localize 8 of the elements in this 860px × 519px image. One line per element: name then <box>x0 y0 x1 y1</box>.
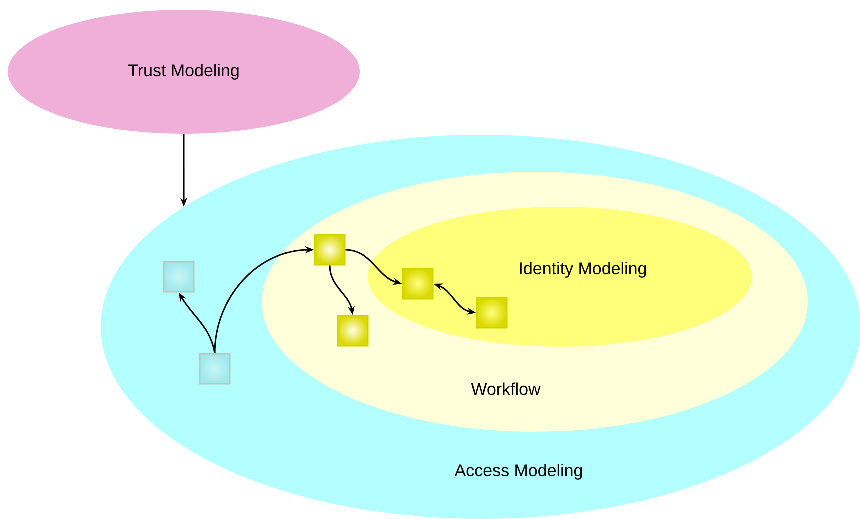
square-node <box>476 297 508 329</box>
ellipse-region: Identity Modeling <box>368 207 752 347</box>
square-node <box>163 261 195 293</box>
square-node <box>337 315 369 347</box>
ellipse-region: Trust Modeling <box>8 10 360 134</box>
square-node <box>314 234 346 266</box>
square-node <box>199 353 231 385</box>
square-node <box>402 268 434 300</box>
